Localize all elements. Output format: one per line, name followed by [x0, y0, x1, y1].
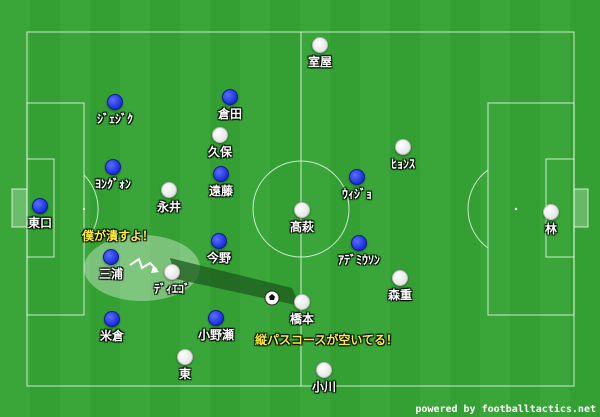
player-name-endo: 遠藤: [208, 184, 234, 198]
player-name-wijo: ｳｨｼﾞｮ: [341, 187, 373, 201]
player-name-higashiguchi: 東口: [27, 216, 53, 230]
player-name-hayashi: 林: [544, 222, 558, 236]
player-name-onose: 小野瀬: [197, 328, 235, 342]
press-arrowhead: [151, 266, 159, 273]
player-marker-jaejuk: [107, 94, 123, 110]
player-marker-imano: [211, 233, 227, 249]
player-name-takahagi: 髙萩: [289, 220, 315, 234]
player-name-yonekura: 米倉: [99, 329, 125, 343]
player-marker-yonggwon: [105, 159, 121, 175]
ball-icon: [264, 290, 280, 306]
player-name-jaejuk: ｼﾞｪｼﾞｸ: [96, 112, 134, 126]
player-marker-morishige: [392, 270, 408, 286]
player-name-kubo: 久保: [207, 145, 233, 159]
player-name-hashimoto: 橋本: [289, 312, 315, 326]
player-marker-onose: [208, 310, 224, 326]
player-name-yonggwon: ﾖﾝｸﾞｫﾝ: [94, 177, 132, 191]
player-name-morishige: 森重: [387, 288, 413, 302]
crush-annotation: 僕が潰すよ！: [82, 229, 155, 243]
player-name-ogawa: 小川: [311, 380, 337, 394]
player-marker-yonekura: [104, 311, 120, 327]
player-marker-takahagi: [294, 202, 310, 218]
player-name-hyonsu: ﾋｮﾝｽ: [390, 157, 416, 171]
player-marker-ademilson: [351, 235, 367, 251]
player-name-kurata: 倉田: [217, 107, 243, 121]
player-marker-hyonsu: [395, 139, 411, 155]
player-marker-endo: [213, 166, 229, 182]
player-name-imano: 今野: [206, 251, 232, 265]
player-marker-diego: [164, 264, 180, 280]
player-marker-kubo: [212, 127, 228, 143]
player-marker-higashi: [177, 349, 193, 365]
player-marker-nagai: [161, 182, 177, 198]
player-marker-ogawa: [316, 362, 332, 378]
player-marker-hashimoto: [294, 294, 310, 310]
player-name-miura: 三浦: [98, 267, 124, 281]
press-arrow: [129, 257, 158, 271]
player-marker-higashiguchi: [32, 198, 48, 214]
pass-lane-annotation: 縦パスコースが空いてる！: [255, 333, 399, 347]
right-goal: [573, 188, 589, 228]
player-marker-miura: [103, 249, 119, 265]
footer-credit: powered by footballtactics.net: [415, 404, 596, 415]
player-marker-kurata: [222, 89, 238, 105]
player-name-diego: ﾃﾞｨｴｺﾞ: [153, 282, 191, 296]
player-marker-wijo: [349, 169, 365, 185]
player-name-higashi: 東: [178, 367, 192, 381]
player-marker-muroya: [312, 37, 328, 53]
player-marker-hayashi: [543, 204, 559, 220]
left-goal: [11, 188, 28, 228]
player-name-ademilson: ｱﾃﾞﾐｳｿﾝ: [337, 253, 381, 267]
player-name-nagai: 永井: [156, 200, 182, 214]
player-name-muroya: 室屋: [307, 55, 333, 69]
